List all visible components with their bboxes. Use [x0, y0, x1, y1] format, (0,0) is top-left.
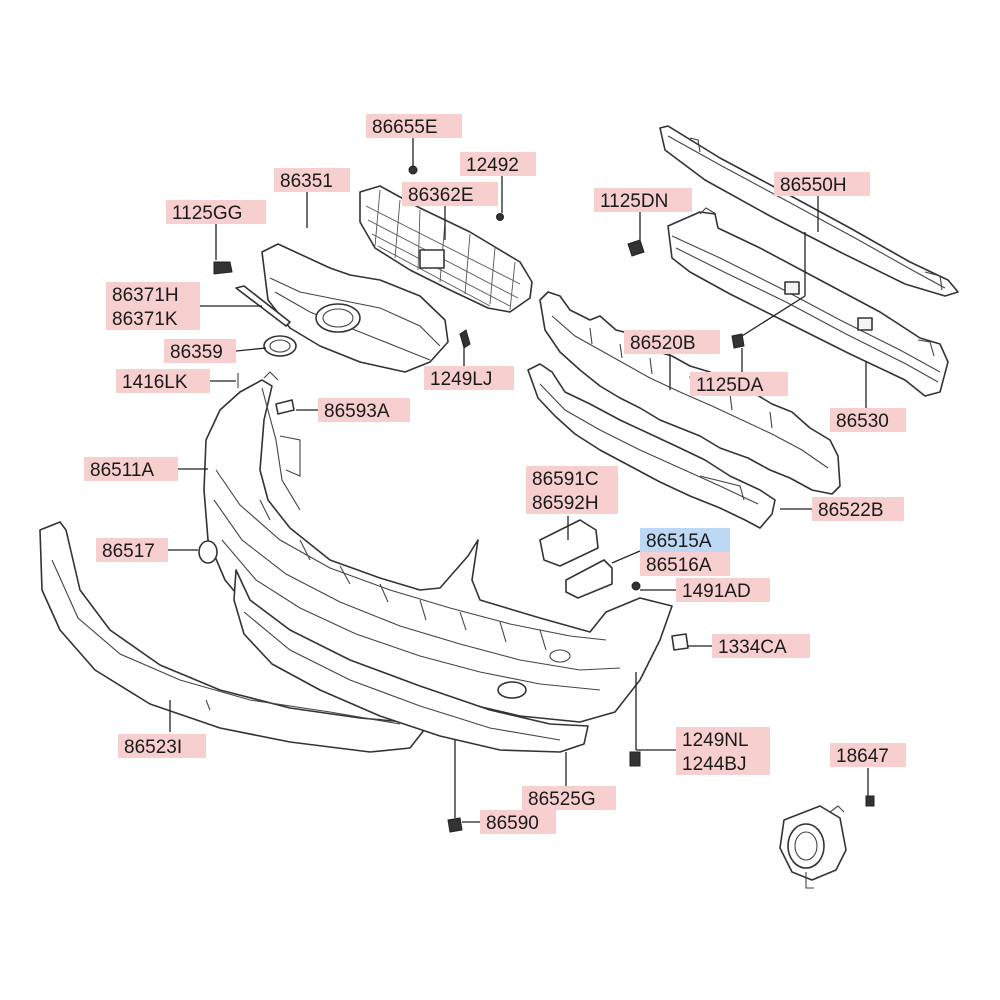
part-label-text: 86550H: [780, 175, 847, 196]
part-label-1334CA[interactable]: 1334CA: [712, 634, 810, 658]
part-label-text: 1244BJ: [682, 754, 746, 775]
radiator-grille-part: [359, 185, 533, 313]
upper-grille-part: [261, 243, 449, 373]
part-label-text: 1334CA: [718, 637, 787, 658]
part-label-86371H[interactable]: 86371H: [106, 282, 200, 306]
part-label-1125DN[interactable]: 1125DN: [594, 188, 692, 212]
part-label-text: 1249NL: [682, 730, 749, 751]
part-label-text: 86530: [836, 411, 889, 432]
part-label-86351[interactable]: 86351: [274, 168, 350, 192]
part-label-text: 86351: [280, 171, 333, 192]
part-label-86593A[interactable]: 86593A: [318, 398, 410, 422]
fastener-parts: [213, 165, 875, 833]
lower-absorber-part: [527, 363, 776, 529]
part-label-text: 86511A: [90, 460, 154, 481]
part-label-text: 1416LK: [122, 372, 188, 393]
part-label-text: 1125DA: [696, 375, 764, 396]
part-label-text: 86371K: [112, 309, 178, 330]
part-label-text: 86371H: [112, 285, 179, 306]
part-label-86530[interactable]: 86530: [830, 408, 906, 432]
part-label-text: 86591C: [532, 469, 599, 490]
part-label-86590[interactable]: 86590: [480, 810, 556, 834]
part-label-1125DA[interactable]: 1125DA: [690, 372, 788, 396]
part-label-text: 1491AD: [682, 581, 751, 602]
part-label-text: 86516A: [646, 555, 712, 576]
back-beam-part: [667, 207, 949, 397]
part-label-86591C[interactable]: 86591C: [526, 466, 618, 490]
part-label-text: 86362E: [408, 185, 474, 206]
moulding-part: [235, 285, 291, 327]
under-cover-part: [233, 569, 589, 753]
part-label-86523I[interactable]: 86523I: [118, 734, 206, 758]
part-label-86362E[interactable]: 86362E: [402, 182, 498, 206]
part-label-86592H[interactable]: 86592H: [526, 490, 618, 514]
part-label-86359[interactable]: 86359: [164, 339, 236, 363]
reinforcement-rail-part: [659, 125, 959, 297]
part-label-12492[interactable]: 12492: [460, 152, 536, 176]
part-label-86525G[interactable]: 86525G: [522, 786, 616, 810]
part-label-text: 1125DN: [600, 191, 668, 212]
part-label-text: 86522B: [818, 500, 884, 521]
part-label-text: 86525G: [528, 789, 596, 810]
part-label-text: 18647: [836, 746, 889, 767]
part-label-86516A[interactable]: 86516A: [640, 552, 730, 576]
part-label-1125GG[interactable]: 1125GG: [166, 200, 266, 224]
part-label-86515A[interactable]: 86515A: [640, 528, 730, 552]
part-label-text: 86520B: [630, 333, 696, 354]
part-label-86511A[interactable]: 86511A: [84, 457, 178, 481]
part-label-text: 86523I: [124, 737, 182, 758]
part-label-86520B[interactable]: 86520B: [624, 330, 720, 354]
part-label-86522B[interactable]: 86522B: [812, 497, 904, 521]
fog-lamp-part: [779, 805, 847, 889]
part-label-text: 86593A: [324, 401, 390, 422]
bumper-cover-part: [203, 379, 673, 723]
part-label-1491AD[interactable]: 1491AD: [676, 578, 770, 602]
leader-lines: [146, 138, 869, 823]
part-label-1244BJ[interactable]: 1244BJ: [676, 751, 770, 775]
clip-part: [671, 633, 689, 651]
part-label-text: 86515A: [646, 531, 712, 552]
part-label-86517[interactable]: 86517: [96, 538, 168, 562]
cap-part: [198, 540, 218, 564]
part-label-18647[interactable]: 18647: [830, 743, 906, 767]
part-label-1249LJ[interactable]: 1249LJ: [424, 366, 514, 390]
part-label-1416LK[interactable]: 1416LK: [116, 369, 210, 393]
part-label-text: 86359: [170, 342, 223, 363]
part-label-text: 86517: [102, 541, 155, 562]
part-label-text: 1125GG: [172, 203, 242, 224]
part-label-text: 1249LJ: [430, 369, 492, 390]
part-label-text: 86592H: [532, 493, 599, 514]
emblem-part: [263, 335, 297, 357]
bracket-small-part: [275, 399, 295, 415]
side-bracket-parts: [539, 519, 613, 599]
part-label-text: 86590: [486, 813, 539, 834]
part-label-1249NL[interactable]: 1249NL: [676, 727, 770, 751]
part-label-text: 86655E: [372, 117, 438, 138]
part-label-86371K[interactable]: 86371K: [106, 306, 200, 330]
part-label-86655E[interactable]: 86655E: [366, 114, 462, 138]
part-label-86550H[interactable]: 86550H: [774, 172, 870, 196]
part-label-text: 12492: [466, 155, 519, 176]
